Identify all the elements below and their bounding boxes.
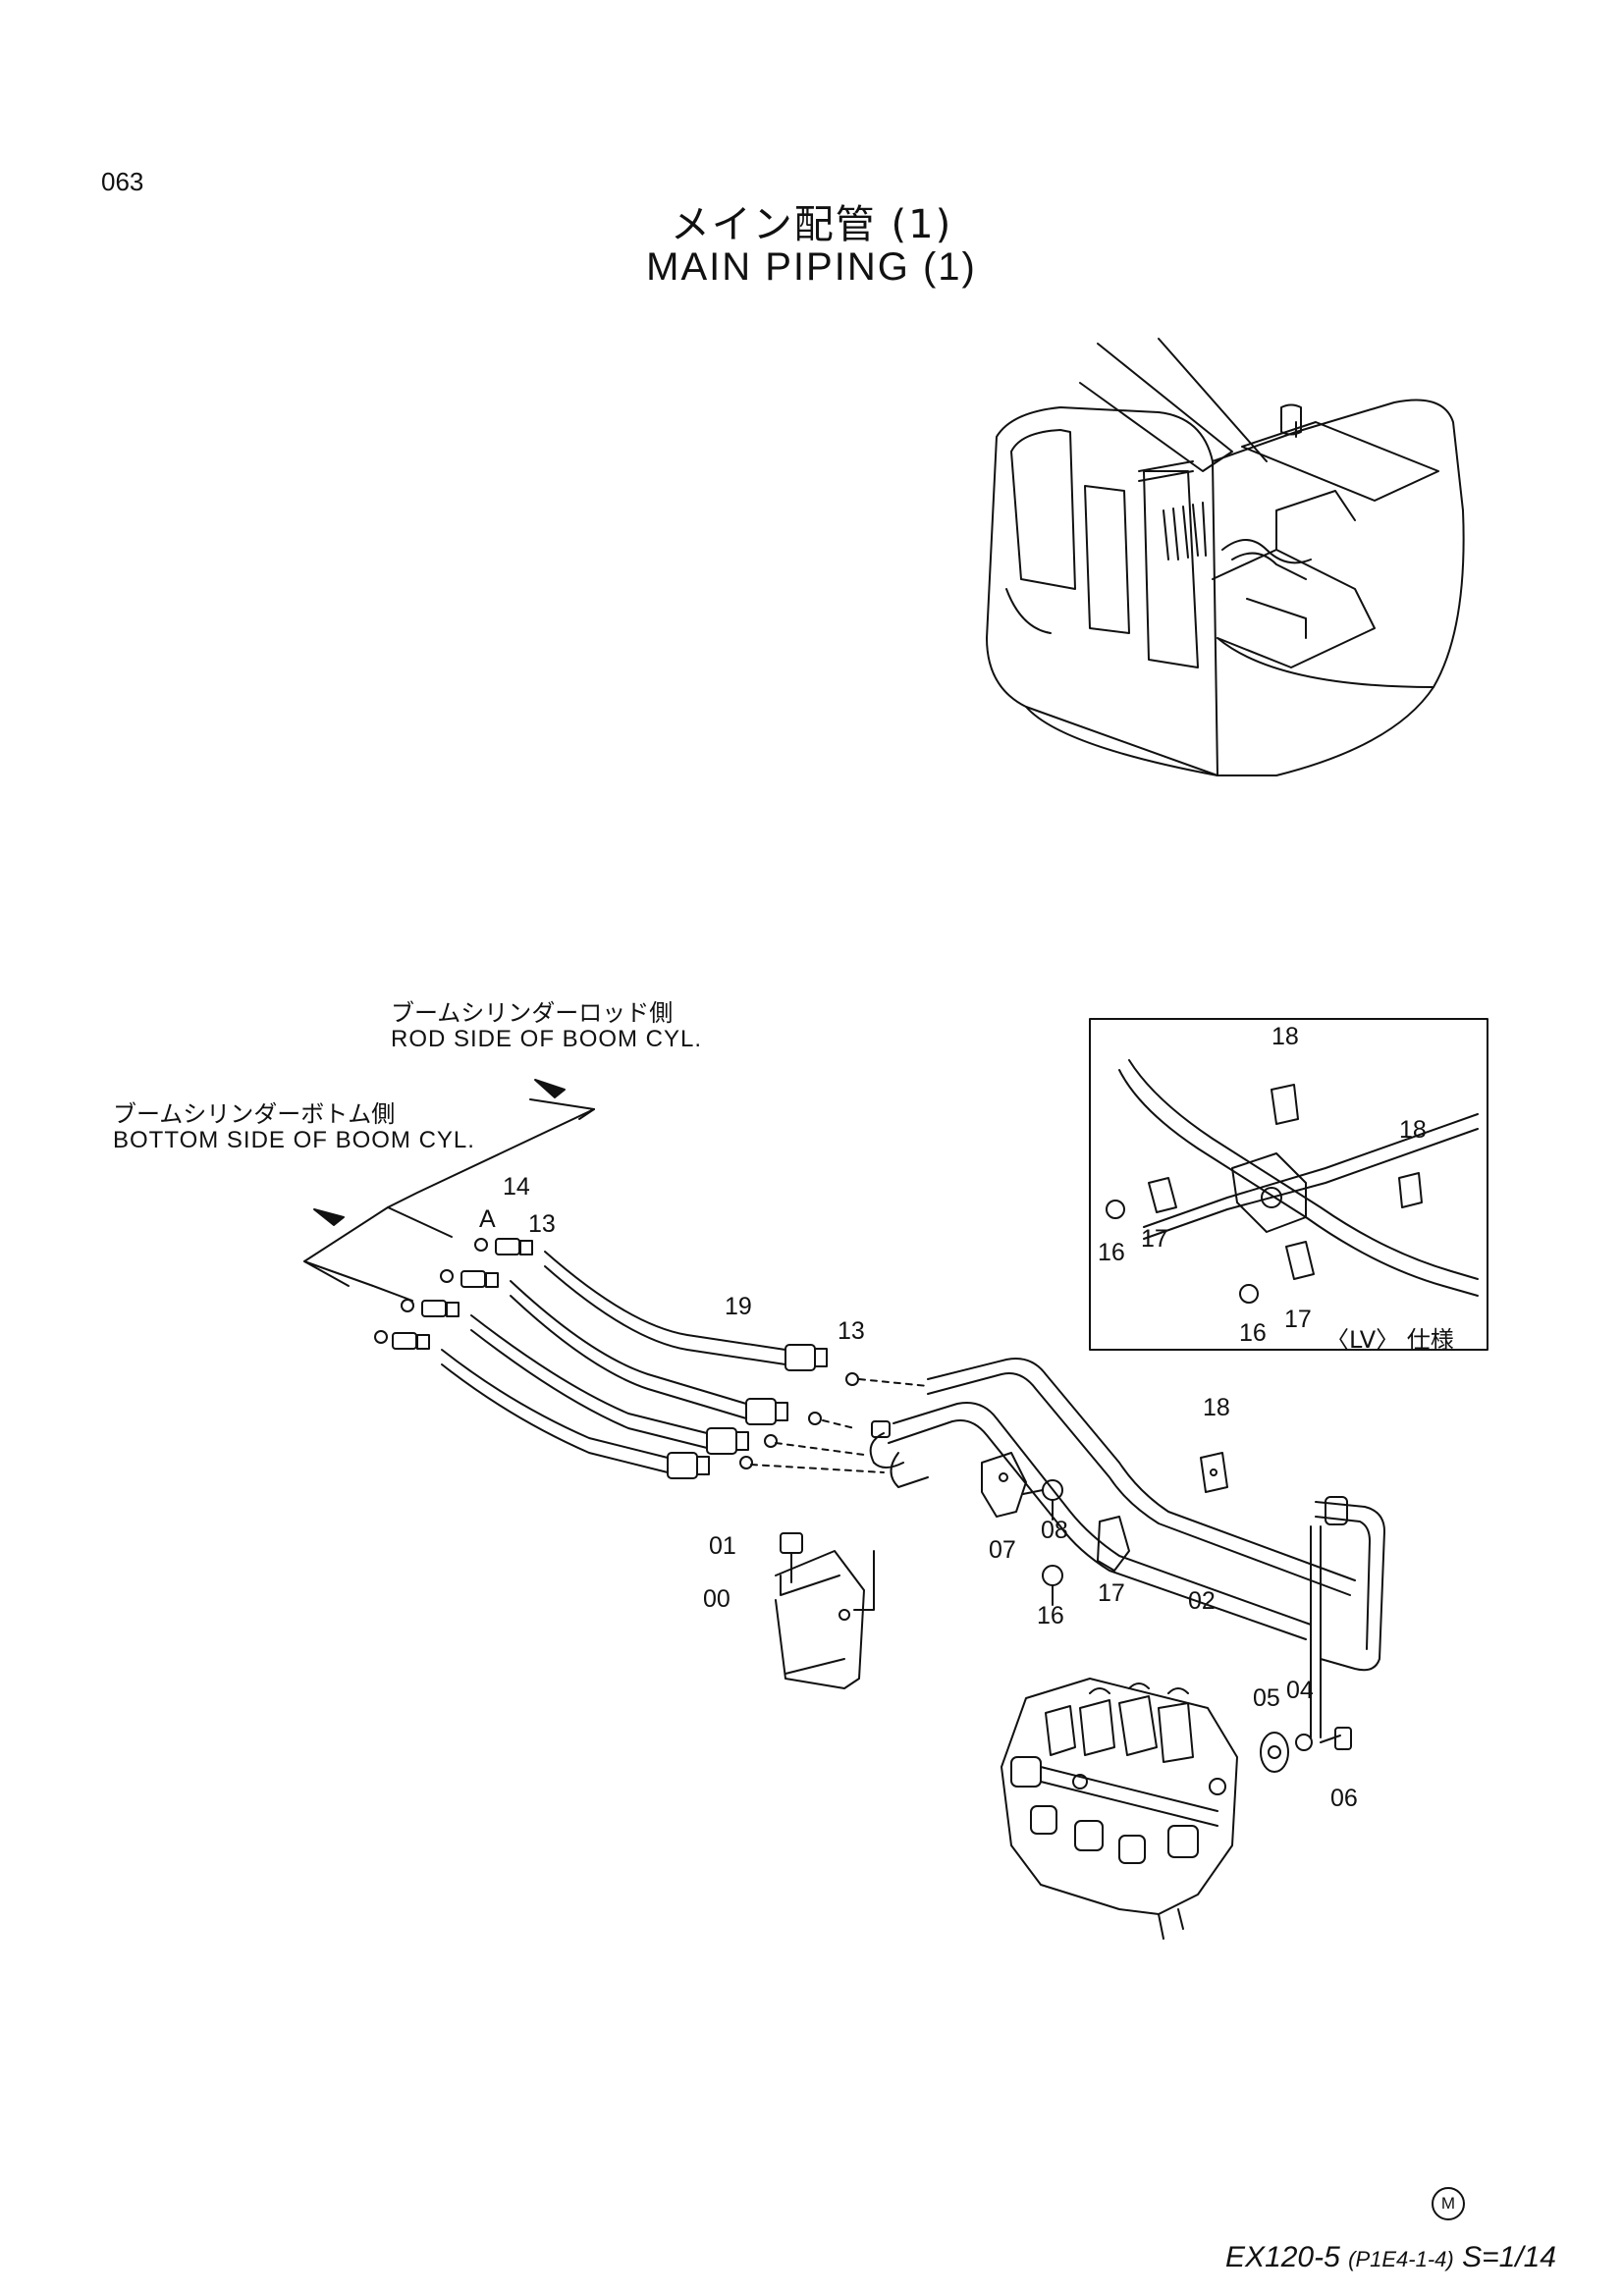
inset-label-18b: 18 bbox=[1399, 1116, 1427, 1144]
inset-label-18a: 18 bbox=[1271, 1023, 1299, 1050]
excavator-overview-illustration bbox=[987, 339, 1464, 775]
rod-side-label-en: ROD SIDE OF BOOM CYL. bbox=[391, 1026, 703, 1052]
flange-05 bbox=[1261, 1733, 1288, 1772]
part-label-08: 08 bbox=[1041, 1517, 1068, 1544]
flow-arrow-bottom-side bbox=[314, 1209, 344, 1225]
clamp-07 bbox=[982, 1453, 1026, 1517]
bolt-06 bbox=[1321, 1728, 1351, 1749]
steel-pipe bbox=[871, 1359, 1384, 1737]
part-label-16: 16 bbox=[1037, 1602, 1064, 1629]
bolt-08 bbox=[1023, 1480, 1062, 1520]
part-label-05: 05 bbox=[1253, 1684, 1280, 1712]
inset-label-17b: 17 bbox=[1284, 1306, 1312, 1333]
part-label-07: 07 bbox=[989, 1536, 1016, 1564]
bolt-16 bbox=[1043, 1566, 1062, 1605]
part-label-13: 13 bbox=[528, 1210, 556, 1238]
control-valve bbox=[1001, 1679, 1237, 1939]
part-label-00: 00 bbox=[703, 1585, 730, 1613]
footer-model: EX120-5 bbox=[1225, 2241, 1340, 2273]
callout-leader-lines bbox=[304, 1099, 594, 1301]
clamp-17 bbox=[1098, 1517, 1129, 1571]
part-label-06: 06 bbox=[1330, 1785, 1358, 1812]
part-label-18: 18 bbox=[1203, 1394, 1230, 1421]
page-title-jp: メイン配管 (1) bbox=[670, 202, 953, 247]
footer-model-info: EX120-5 (P1E4-1-4) S=1/14 bbox=[1225, 2241, 1556, 2274]
footer-scale: S=1/14 bbox=[1462, 2241, 1556, 2273]
view-a-label: A bbox=[479, 1205, 496, 1233]
inset-label-17a: 17 bbox=[1141, 1225, 1168, 1253]
inset-lv-detail bbox=[1090, 1019, 1488, 1350]
inset-label-16a: 16 bbox=[1098, 1239, 1125, 1266]
block-18 bbox=[1201, 1453, 1227, 1492]
rod-side-label-jp: ブームシリンダーロッド側 bbox=[391, 999, 674, 1027]
inset-label-16b: 16 bbox=[1239, 1319, 1267, 1347]
m-mark: M bbox=[1432, 2187, 1465, 2220]
bottom-side-label-en: BOTTOM SIDE OF BOOM CYL. bbox=[113, 1127, 475, 1153]
hose-assembly bbox=[375, 1239, 928, 1478]
part-label-01: 01 bbox=[709, 1532, 736, 1560]
page-number: 063 bbox=[101, 167, 144, 196]
part-label-14: 14 bbox=[503, 1173, 530, 1201]
part-label-19: 19 bbox=[725, 1293, 752, 1320]
bracket-00 bbox=[776, 1551, 864, 1688]
bolt-01 bbox=[781, 1533, 874, 1610]
bottom-side-label-jp: ブームシリンダーボトム側 bbox=[113, 1100, 396, 1128]
oring-04 bbox=[1296, 1735, 1312, 1750]
part-label-17: 17 bbox=[1098, 1579, 1125, 1607]
footer-code: (P1E4-1-4) bbox=[1348, 2247, 1454, 2271]
part-label-04: 04 bbox=[1286, 1677, 1314, 1704]
page-title-en: MAIN PIPING (1) bbox=[646, 245, 977, 289]
part-label-02: 02 bbox=[1188, 1587, 1216, 1615]
inset-spec-label: 〈LV〉 仕様 bbox=[1325, 1326, 1454, 1354]
flow-arrow-rod-side bbox=[535, 1080, 565, 1097]
part-label-13b: 13 bbox=[838, 1317, 865, 1345]
